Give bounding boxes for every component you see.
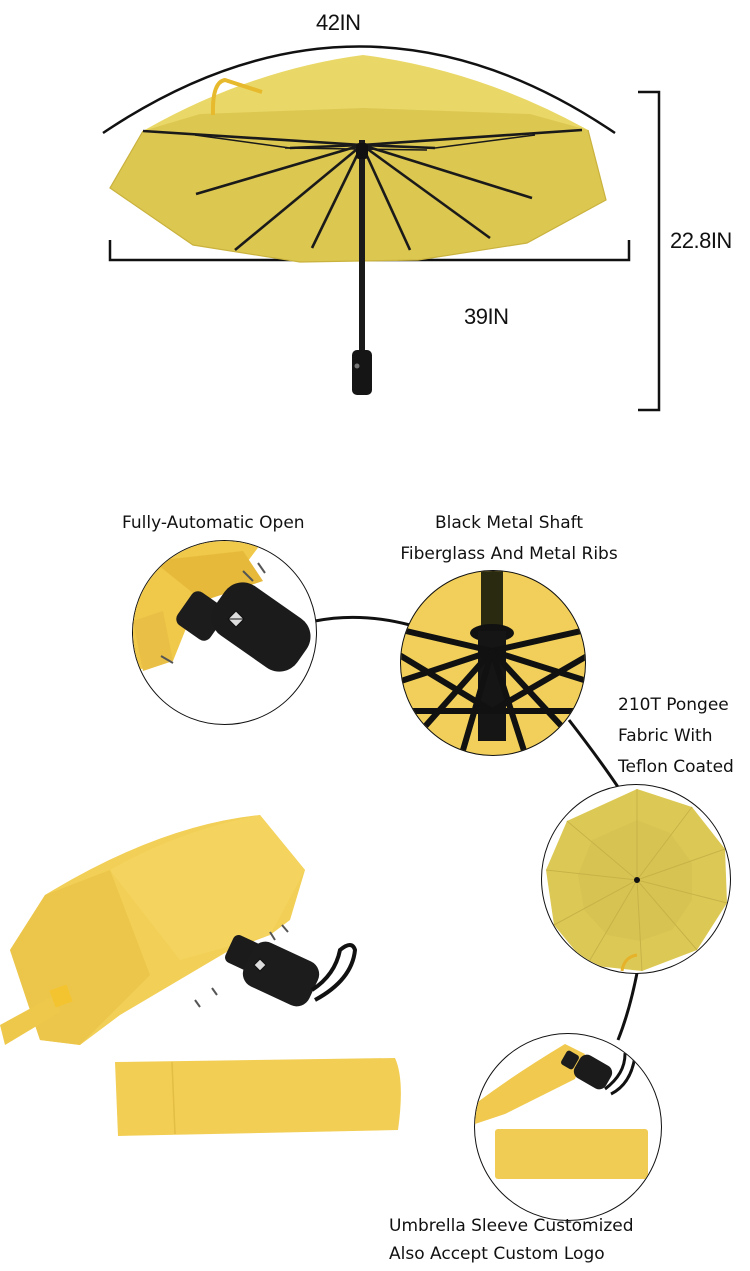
handle (352, 350, 372, 395)
sleeve (115, 1058, 401, 1136)
shaft (359, 140, 365, 355)
feature-fabric-image (541, 784, 731, 974)
feature-fabric-label: 210T Pongee Fabric With Teflon Coated (618, 695, 734, 777)
feature-shaft-ribs-label: Black Metal Shaft Fiberglass And Metal R… (400, 513, 618, 564)
folded-umbrella-illustration (0, 815, 401, 1136)
height-label: 22.8IN (670, 228, 732, 253)
arc-length-label: 42IN (316, 10, 361, 35)
diameter-label: 39IN (464, 304, 509, 329)
feature-shaft-ribs-image (400, 570, 586, 756)
canopy-underside (110, 108, 606, 262)
ribs (142, 128, 583, 252)
arc-dimension-line (102, 45, 616, 135)
canopy-top (143, 55, 588, 131)
height-bracket (638, 90, 661, 412)
feature-sleeve-image (474, 1033, 662, 1221)
open-umbrella-illustration (102, 45, 661, 412)
feature-auto-open-label: Fully-Automatic Open (122, 513, 305, 533)
feature-sleeve-label: Umbrella Sleeve Customized Also Accept C… (389, 1216, 634, 1264)
feature-auto-open-image (132, 540, 317, 725)
